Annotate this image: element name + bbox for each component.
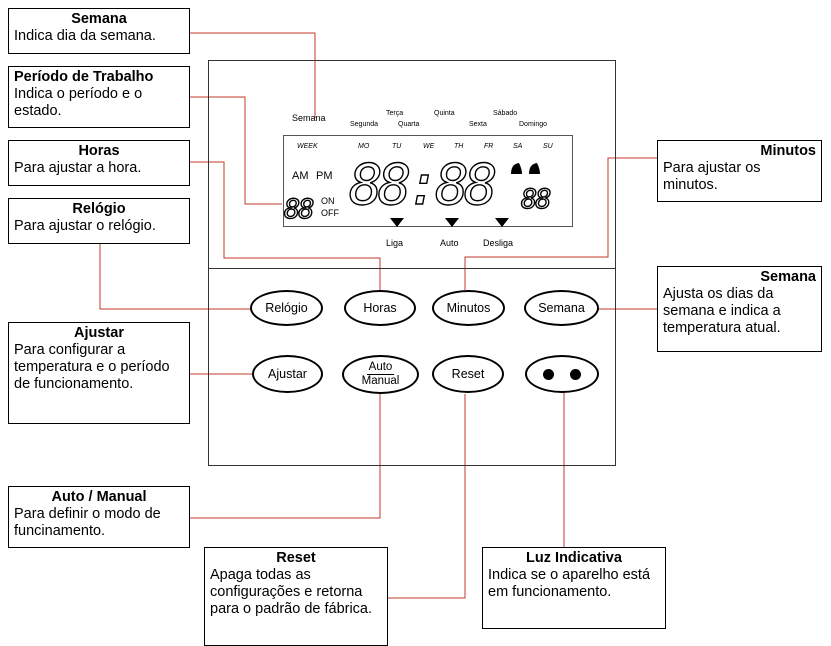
callout-desc: Para configurar a temperatura e o períod… bbox=[14, 342, 170, 392]
callout-title: Semana bbox=[71, 11, 127, 27]
relogio-button[interactable]: Relógio bbox=[250, 290, 323, 326]
reset-button[interactable]: Reset bbox=[432, 355, 504, 393]
semana-label: Semana bbox=[292, 113, 326, 123]
auto-manual-top-label: Auto bbox=[366, 361, 395, 375]
callout-desc: Indica dia da semana. bbox=[14, 28, 156, 44]
leader-auto-manual bbox=[190, 394, 381, 519]
seg-main-time: 88:88 bbox=[348, 152, 498, 218]
day-quinta: Quinta bbox=[434, 110, 455, 117]
callout-title: Reset bbox=[276, 550, 316, 566]
callout-desc: Ajusta os dias da semana e indica a temp… bbox=[663, 286, 781, 336]
callout-horas: Horas Para ajustar a hora. bbox=[8, 140, 190, 186]
day-mo: MO bbox=[358, 143, 370, 150]
callout-desc: Para definir o modo de funcinamento. bbox=[14, 506, 161, 539]
indicator-lights bbox=[525, 355, 599, 393]
callout-desc: Apaga todas as configurações e retorna p… bbox=[210, 567, 373, 617]
day-quarta: Quarta bbox=[398, 121, 420, 128]
callout-semana-top: Semana Indica dia da semana. bbox=[8, 8, 190, 54]
am-indicator: AM bbox=[292, 170, 309, 182]
on-indicator: ON bbox=[321, 196, 335, 206]
device-panel bbox=[208, 60, 616, 466]
day-terca: Terça bbox=[386, 110, 404, 117]
callout-desc: Indica se o aparelho está em funcionamen… bbox=[488, 567, 651, 600]
day-we: WE bbox=[423, 143, 435, 150]
callout-title: Semana bbox=[760, 269, 816, 285]
callout-reset: Reset Apaga todas as configurações e ret… bbox=[204, 547, 388, 646]
callout-title: Período de Trabalho bbox=[14, 69, 154, 85]
day-tu: TU bbox=[392, 143, 402, 150]
callout-title: Minutos bbox=[760, 143, 816, 159]
leader-relogio bbox=[99, 238, 250, 310]
day-domingo: Domingo bbox=[519, 121, 548, 128]
day-fr: FR bbox=[484, 143, 494, 150]
leader-periodo bbox=[190, 96, 282, 205]
day-th: TH bbox=[454, 143, 464, 150]
auto-manual-bottom-label: Manual bbox=[361, 375, 400, 387]
pm-indicator: PM bbox=[316, 170, 333, 182]
callout-relogio: Relógio Para ajustar o relógio. bbox=[8, 198, 190, 244]
callout-title: Ajustar bbox=[74, 325, 124, 341]
auto-label: Auto bbox=[440, 238, 459, 248]
callout-desc: Para ajustar os minutos. bbox=[663, 160, 761, 193]
day-sexta: Sexta bbox=[469, 121, 487, 128]
desliga-label: Desliga bbox=[483, 238, 514, 248]
day-sabado: Sábado bbox=[493, 110, 518, 117]
triangle-liga-icon bbox=[390, 218, 404, 227]
callout-semana-right: Semana Ajusta os dias da semana e indica… bbox=[657, 266, 822, 352]
callout-ajustar: Ajustar Para configurar a temperatura e … bbox=[8, 322, 190, 424]
callout-minutos: Minutos Para ajustar os minutos. bbox=[657, 140, 822, 202]
semana-button[interactable]: Semana bbox=[524, 290, 599, 326]
callout-desc: Para ajustar a hora. bbox=[14, 160, 142, 176]
day-segunda: Segunda bbox=[350, 121, 379, 128]
alarm-bell-icon bbox=[511, 163, 540, 174]
panel-divider bbox=[208, 268, 616, 269]
leader-reset bbox=[388, 394, 466, 599]
seg-right-digits: 88 bbox=[520, 183, 552, 215]
callout-periodo: Período de Trabalho Indica o período e o… bbox=[8, 66, 190, 128]
seg-small-digits: 88 bbox=[283, 193, 315, 225]
triangle-desliga-icon bbox=[495, 218, 509, 227]
callout-desc: Para ajustar o relógio. bbox=[14, 218, 156, 234]
callout-desc: Indica o período e o estado. bbox=[14, 86, 143, 119]
callout-title: Horas bbox=[78, 143, 120, 159]
day-sa: SA bbox=[513, 143, 523, 150]
indicator-light-icon bbox=[543, 368, 554, 380]
day-su: SU bbox=[543, 143, 553, 150]
auto-manual-button[interactable]: Auto Manual bbox=[342, 355, 419, 394]
indicator-light-icon bbox=[570, 368, 581, 380]
liga-label: Liga bbox=[386, 238, 404, 248]
callout-auto-manual: Auto / Manual Para definir o modo de fun… bbox=[8, 486, 190, 548]
horas-button[interactable]: Horas bbox=[344, 290, 416, 326]
callout-luz: Luz Indicativa Indica se o aparelho está… bbox=[482, 547, 666, 629]
week-label: WEEK bbox=[297, 143, 318, 150]
leader-semana-top bbox=[190, 32, 316, 118]
callout-title: Relógio bbox=[72, 201, 126, 217]
ajustar-button[interactable]: Ajustar bbox=[252, 355, 323, 393]
triangle-auto-icon bbox=[445, 218, 459, 227]
callout-title: Auto / Manual bbox=[51, 489, 147, 505]
lcd-display bbox=[283, 135, 573, 227]
callout-title: Luz Indicativa bbox=[526, 550, 622, 566]
off-indicator: OFF bbox=[321, 208, 339, 218]
minutos-button[interactable]: Minutos bbox=[432, 290, 505, 326]
